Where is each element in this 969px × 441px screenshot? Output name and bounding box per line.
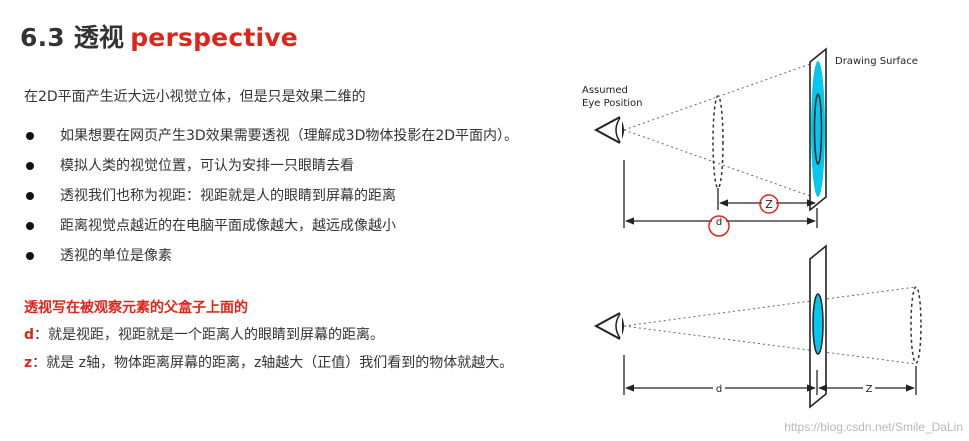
bullet-list: 如果想要在网页产生3D效果需要透视（理解成3D物体投影在2D平面内）。 模拟人类… <box>26 126 518 276</box>
list-item: 模拟人类的视觉位置，可认为安排一只眼睛去看 <box>26 156 518 186</box>
bullet-dot-icon <box>26 252 34 260</box>
list-item: 透视我们也称为视距：视距就是人的眼睛到屏幕的距离 <box>26 186 518 216</box>
intro-text: 在2D平面产生近大远小视觉立体，但是只是效果二维的 <box>24 89 366 105</box>
list-item: 透视的单位是像素 <box>26 246 518 276</box>
z-highlight-circle <box>759 194 779 214</box>
watermark: https://blog.csdn.net/Smile_DaLin <box>784 420 963 434</box>
bullet-text: 透视的单位是像素 <box>60 248 172 264</box>
object-ellipse <box>910 286 922 364</box>
bottom-z-label: Z <box>866 384 873 395</box>
bullet-dot-icon <box>26 192 34 200</box>
d-highlight-circle <box>708 215 730 237</box>
sight-line <box>623 129 814 198</box>
note-z-key: z <box>24 355 33 371</box>
projection-highlight <box>811 61 825 197</box>
bullet-dot-icon <box>26 222 34 230</box>
bottom-diagram: d Z <box>593 244 922 409</box>
top-d-label: d <box>716 217 722 228</box>
projection-ellipse <box>812 293 824 355</box>
sight-line <box>623 325 917 365</box>
projection-highlight <box>813 294 823 354</box>
sight-line <box>623 62 814 131</box>
eye-icon <box>593 312 624 340</box>
eye-label-line2: Eye Position <box>582 98 643 109</box>
title-english: perspective <box>130 23 298 52</box>
bullet-dot-icon <box>26 132 34 140</box>
bullet-text: 如果想要在网页产生3D效果需要透视（理解成3D物体投影在2D平面内）。 <box>60 128 519 144</box>
surface-label: Drawing Surface <box>835 56 918 67</box>
note-d-text: ：就是视距，视距就是一个距离人的眼睛到屏幕的距离。 <box>34 327 385 343</box>
list-item: 距离视觉点越近的在电脑平面成像越大，越远成像越小 <box>26 216 518 246</box>
projection-ellipse <box>813 93 823 165</box>
eye-label-line1: Assumed <box>582 85 628 96</box>
bullet-text: 透视我们也称为视距：视距就是人的眼睛到屏幕的距离 <box>60 188 396 204</box>
note-d: d：就是视距，视距就是一个距离人的眼睛到屏幕的距离。 <box>24 324 384 344</box>
object-ellipse <box>712 95 724 189</box>
bullet-dot-icon <box>26 162 34 170</box>
title-number: 6.3 透视 <box>20 23 125 52</box>
bullet-text: 模拟人类的视觉位置，可认为安排一只眼睛去看 <box>60 158 354 174</box>
note-heading: 透视写在被观察元素的父盒子上面的 <box>24 300 248 316</box>
note-d-key: d <box>24 327 35 343</box>
note-z-text: ：就是 z轴，物体距离屏幕的距离，z轴越大（正值）我们看到的物体就越大。 <box>32 355 514 371</box>
top-z-label: Z <box>765 198 773 211</box>
eye-icon <box>593 116 624 144</box>
note-z: z：就是 z轴，物体距离屏幕的距离，z轴越大（正值）我们看到的物体就越大。 <box>24 352 513 372</box>
bottom-d-label: d <box>716 384 722 395</box>
sight-line <box>623 286 917 327</box>
bullet-text: 距离视觉点越近的在电脑平面成像越大，越远成像越小 <box>60 218 396 234</box>
list-item: 如果想要在网页产生3D效果需要透视（理解成3D物体投影在2D平面内）。 <box>26 126 518 156</box>
top-diagram: Assumed Eye Position Drawing Surface Z d <box>582 47 918 237</box>
